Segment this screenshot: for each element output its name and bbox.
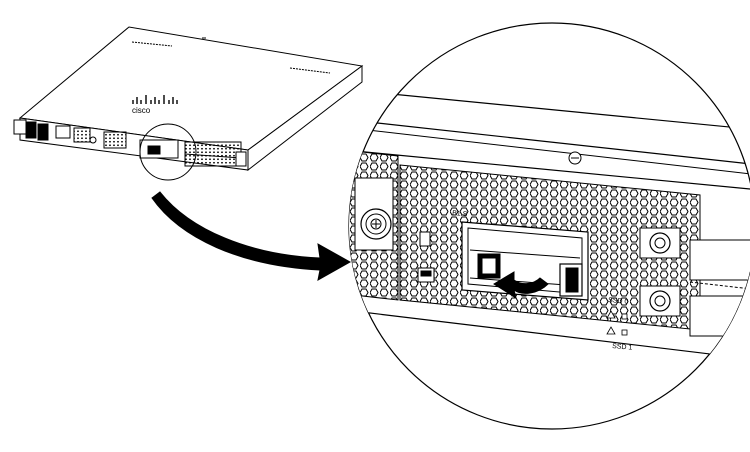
- callout-circle: [139, 123, 197, 181]
- ssd0-label: SSD 0: [608, 297, 629, 306]
- cisco-logo-icon: cisco: [132, 95, 178, 115]
- ssd1-label: SSD 1: [612, 343, 633, 352]
- callout-arrow-icon: [151, 191, 352, 281]
- slot-label: B1.S: [452, 210, 468, 218]
- curved-arrow-left-icon: [493, 271, 549, 300]
- zoom-detail: B1.S SSD 0 SSD 1: [348, 22, 750, 430]
- router-chassis: cisco: [13, 26, 364, 172]
- chassis-side: [247, 65, 363, 172]
- thumbscrew-icon: [360, 208, 392, 240]
- svg-text:cisco: cisco: [132, 106, 151, 115]
- ssd-latch: [477, 253, 583, 297]
